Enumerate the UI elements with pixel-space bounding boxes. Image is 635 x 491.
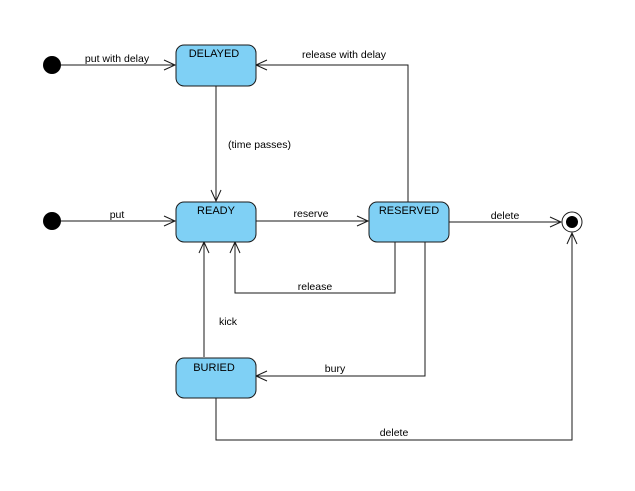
initial-state-ready <box>43 212 61 230</box>
state-reserved-label: RESERVED <box>379 205 439 217</box>
edge-bury <box>254 242 426 382</box>
label-time-passes: (time passes) <box>228 139 291 151</box>
state-reserved: RESERVED <box>368 201 450 243</box>
state-ready: READY <box>175 201 257 243</box>
label-put-with-delay: put with delay <box>85 53 150 65</box>
state-ready-label: READY <box>197 205 236 217</box>
state-buried-label: BURIED <box>193 362 235 374</box>
edge-release <box>229 240 396 294</box>
state-buried: BURIED <box>175 357 257 399</box>
label-kick: kick <box>219 316 238 328</box>
state-delayed-label: DELAYED <box>189 48 240 60</box>
edge-release-with-delay <box>254 59 409 202</box>
label-bury: bury <box>325 363 346 375</box>
initial-state-delayed <box>43 56 61 74</box>
final-state <box>561 211 583 233</box>
label-delete-reserved: delete <box>491 210 520 222</box>
label-put: put <box>110 209 125 221</box>
label-delete-buried: delete <box>380 427 409 439</box>
label-reserve: reserve <box>293 208 328 220</box>
label-release: release <box>298 281 333 293</box>
edge-delete-buried <box>215 231 578 441</box>
label-release-with-delay: release with delay <box>302 49 387 61</box>
state-delayed: DELAYED <box>175 44 257 87</box>
